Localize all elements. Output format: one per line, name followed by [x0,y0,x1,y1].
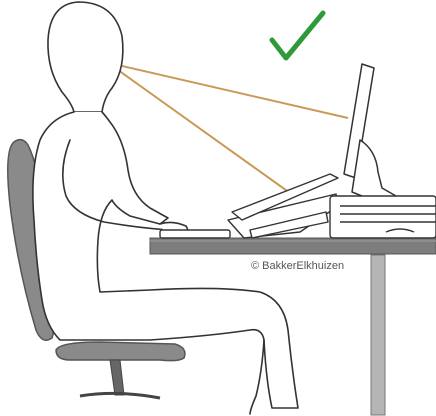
person-lower-leg [250,340,264,414]
holder-box [330,196,436,238]
monitor [344,64,396,200]
laptop-on-stand [228,174,338,238]
person-head [48,2,123,112]
document-holder [330,196,436,238]
desk-top [150,238,436,254]
monitor-stand [352,140,396,200]
keyboard [160,230,230,238]
chair-seat [56,342,185,361]
desk-leg [371,255,385,415]
chair-base [80,393,160,398]
sightline-to-laptop [118,70,290,193]
chair-stem [110,360,124,395]
sightline-to-monitor [122,66,348,118]
copyright-label: © BakkerElkhuizen [251,260,344,272]
check-icon [272,13,323,58]
